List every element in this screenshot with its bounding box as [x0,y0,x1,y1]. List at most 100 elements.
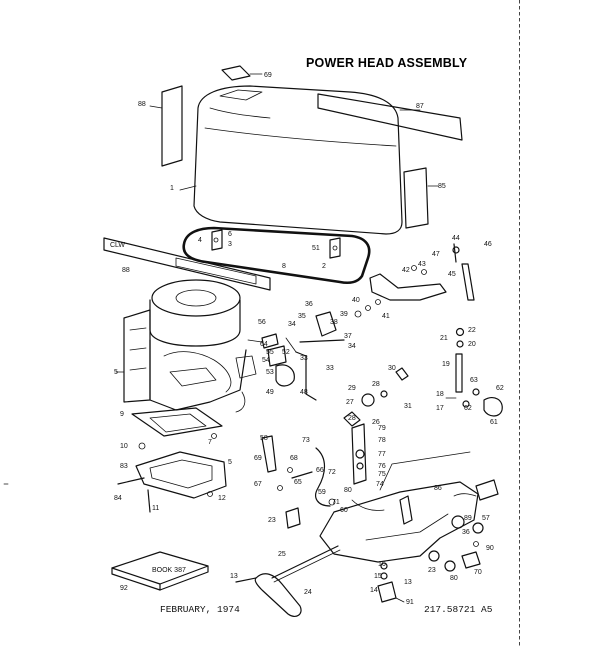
throttle-arm [271,545,341,583]
callout-36: 36 [305,301,313,308]
callout-17: 17 [436,405,444,412]
callout-87: 87 [416,103,424,110]
center-bracket [351,423,367,485]
callout-15: 15 [374,573,382,580]
bracket-fittings [451,515,484,547]
bolt-12-lower [235,577,257,583]
throttle-linkage-upper [369,243,475,301]
callout-34: 34 [348,343,356,350]
callout-62: 62 [464,405,472,412]
callout-44: 44 [452,235,460,242]
callout-88: 88 [138,101,146,108]
callout-70: 70 [474,569,482,576]
callout-5: 5 [228,459,232,466]
steering-parts [377,562,405,603]
callout-30: 30 [388,365,396,372]
callout-8: 8 [282,263,286,270]
callout-66: 66 [316,467,324,474]
callout-33: 33 [300,355,308,362]
callout-92: 92 [120,585,128,592]
callout-86: 86 [434,485,442,492]
owners-manual: BOOK 387 [111,551,209,591]
stop-switch [453,479,499,501]
callout-75: 75 [378,471,386,478]
svg-text:CLW: CLW [110,242,125,249]
callout-52: 52 [282,349,290,356]
callout-53: 53 [266,369,274,376]
callout-16: 16 [378,561,386,568]
callout-39: 39 [340,311,348,318]
callout-47: 47 [432,251,440,258]
callout-27: 27 [346,399,354,406]
callout-22: 22 [468,327,476,334]
decal-88-strip: CLW [103,237,271,291]
callout-67: 67 [254,481,262,488]
decal-85 [403,167,439,229]
callout-10: 10 [120,443,128,450]
callout-13: 13 [230,573,238,580]
callout-23: 23 [268,517,276,524]
callout-6: 6 [228,231,232,238]
decal-69 [221,65,263,81]
callout-61: 61 [490,419,498,426]
callout-62: 62 [496,385,504,392]
callout-25: 25 [278,551,286,558]
callout-80: 80 [450,575,458,582]
decal-87 [317,93,463,141]
motor-cover [179,85,403,235]
callout-36: 36 [462,529,470,536]
callout-46: 46 [484,241,492,248]
callout-59: 59 [318,489,326,496]
stud [147,489,151,513]
exhaust-cover [117,442,227,499]
decal-88-left [149,85,183,167]
callout-58: 58 [260,435,268,442]
callout-49: 49 [266,389,274,396]
callout-11: 11 [152,505,159,512]
callout-60: 60 [340,507,348,514]
callout-69: 69 [254,455,262,462]
callout-90: 90 [486,545,494,552]
callout-71: 71 [332,499,340,506]
callout-69: 69 [264,72,272,79]
callout-56: 56 [258,319,266,326]
callout-18: 18 [436,391,444,398]
callout-41: 41 [382,313,390,320]
footer-part-number: 217.58721 A5 [424,604,493,615]
callout-26: 26 [372,419,380,426]
callout-88: 88 [122,267,130,274]
callout-38: 38 [330,319,338,326]
callout-43: 43 [418,261,426,268]
callout-13: 13 [404,579,412,586]
callout-40: 40 [352,297,360,304]
cover-brackets [211,229,341,259]
callout-79: 79 [378,425,386,432]
callout-5: 5 [114,369,118,376]
callout-78: 78 [378,437,386,444]
callout-48: 48 [300,389,308,396]
lower-fittings [428,550,481,572]
callout-68: 68 [290,455,298,462]
callout-77: 77 [378,451,386,458]
callout-80: 80 [344,487,352,494]
callout-63: 63 [470,377,478,384]
gasket-plate [131,407,223,439]
callout-19: 19 [442,361,450,368]
callout-4: 4 [198,237,202,244]
callout-54: 54 [262,357,270,364]
diagram-title: POWER HEAD ASSEMBLY [306,56,468,70]
callout-20: 20 [468,341,476,348]
throttle-linkage-mid [299,299,381,343]
callout-35: 35 [298,313,306,320]
callout-85: 85 [438,183,446,190]
throttle-rod [285,337,317,401]
callout-57: 57 [482,515,490,522]
callout-3: 3 [228,241,232,248]
callout-28: 28 [372,381,380,388]
callout-37: 37 [344,333,352,340]
callout-31: 31 [404,403,412,410]
timing-parts [343,367,409,427]
callout-73: 73 [302,437,310,444]
